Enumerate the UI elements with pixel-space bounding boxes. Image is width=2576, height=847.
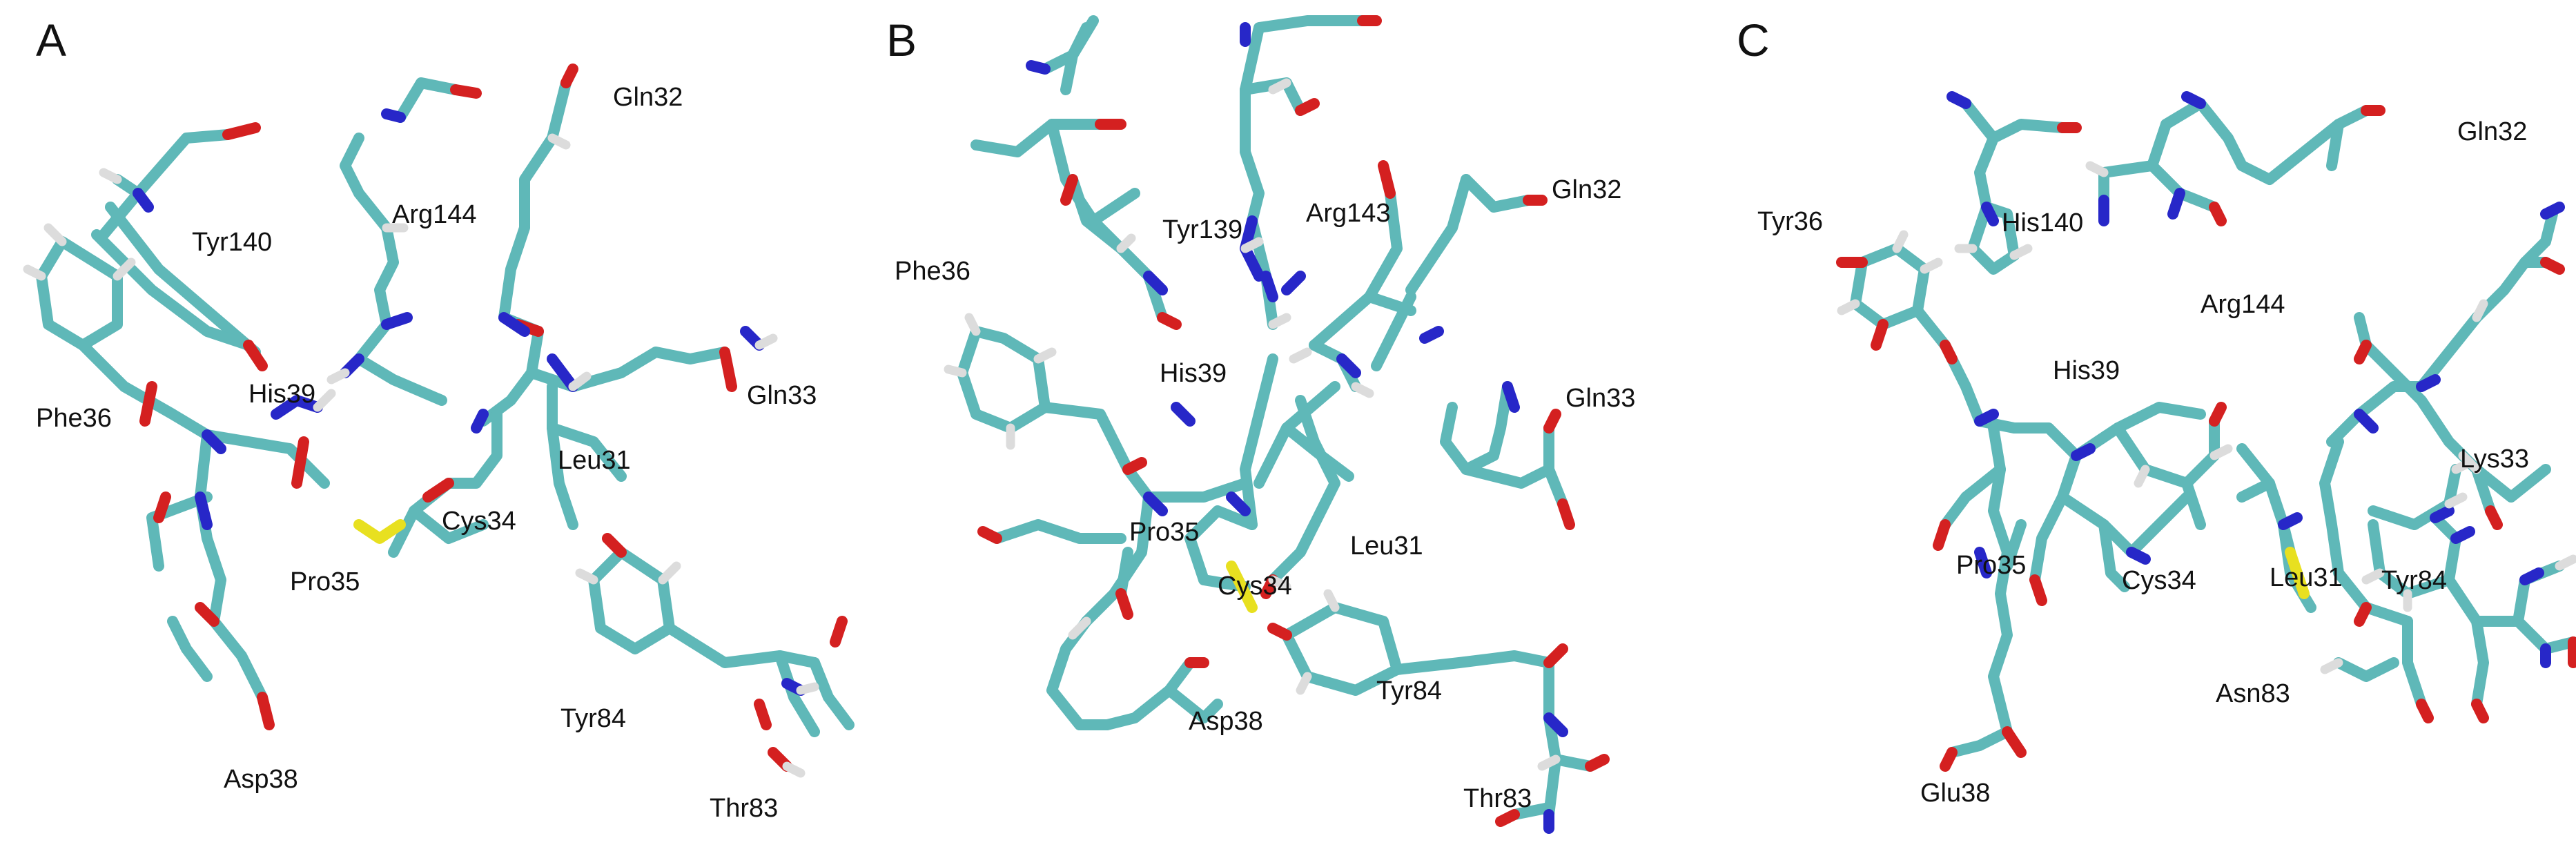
residue-label: Arg144 [392,200,477,229]
residue-label: Gln32 [1552,175,1622,204]
residue-label: Tyr84 [1376,676,1443,705]
residue-label: Thr83 [1463,784,1532,813]
residue-label: Tyr84 [2381,566,2448,595]
residue-label: Tyr139 [1162,215,1243,244]
panel-b: B [859,0,1717,847]
residue-label: Asn83 [2216,679,2290,708]
residue-label: Leu31 [1350,532,1423,561]
nitrogen-atoms-c [1946,91,2565,668]
hydrogen-atoms-a [23,133,819,778]
residue-label: Arg144 [2201,290,2285,319]
residue-label: Pro35 [1129,518,1200,547]
panel-letter-b: B [886,14,917,66]
sulfur-atom-a [353,519,406,544]
residue-label: Pro35 [290,567,360,596]
residue-label: Arg143 [1306,199,1391,228]
oxygen-atoms-c [1836,105,2576,772]
hydrogen-atoms-c [1837,161,2576,674]
sulfur-atom-c [2285,547,2310,599]
panel-letter-c: C [1737,14,1770,66]
residue-label: Gln32 [613,83,683,112]
residue-label: Gln33 [1565,384,1636,413]
residue-label: Asp38 [224,765,298,794]
residue-label: Phe36 [36,404,112,433]
residue-label: Cys34 [2122,566,2196,595]
oxygen-atoms-a [139,64,848,772]
residue-label: Asp38 [1189,707,1263,736]
sulfur-atom-b [1226,561,1258,613]
residue-label: His39 [2053,356,2120,385]
molecule-structure-b [944,15,1610,834]
carbon-bonds-b [957,15,1596,820]
residue-label: Tyr36 [1757,207,1824,236]
panel-letter-a: A [36,14,67,66]
residue-label: Tyr84 [560,704,627,733]
nitrogen-atoms-b [1026,22,1568,834]
panel-c: C [1717,0,2576,847]
molecule-structure-a [23,64,855,778]
residue-label: Leu31 [558,446,631,475]
residue-label: His140 [2002,208,2084,237]
residue-label: Pro35 [1956,551,2027,580]
hydrogen-atoms-b [944,78,1561,771]
carbon-bonds-a [36,77,855,737]
molecule-structure-c [1836,91,2576,772]
panel-a: A [0,0,859,847]
residue-label: Gln33 [747,381,817,410]
carbon-bonds-c [1850,98,2576,758]
residue-label: Thr83 [710,794,779,823]
residue-label: Glu38 [1920,779,1991,808]
residue-label: Gln32 [2457,117,2528,146]
residue-label: Tyr140 [192,228,273,257]
residue-label: His39 [1160,359,1227,388]
residue-label: Leu31 [2270,563,2343,592]
residue-label: Phe36 [895,257,970,286]
residue-label: Cys34 [1218,572,1292,601]
residue-label: Cys34 [442,507,516,536]
residue-label: Lys33 [2460,445,2529,474]
residue-label: His39 [248,380,316,409]
oxygen-atoms-b [977,15,1610,827]
